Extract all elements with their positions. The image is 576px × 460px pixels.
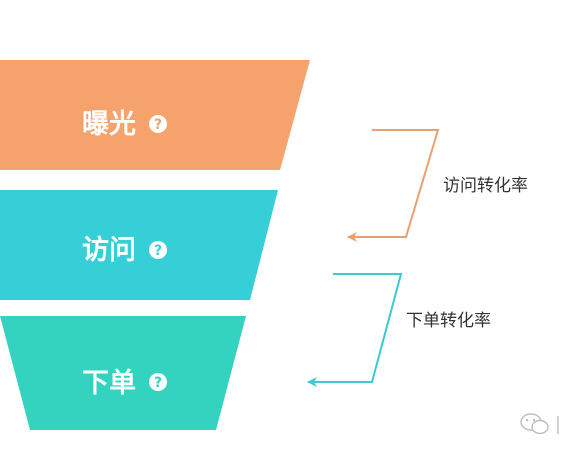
funnel-stage-order: 下单 ? — [0, 316, 246, 430]
conversion-bracket-arrow — [347, 129, 440, 242]
svg-text:?: ? — [154, 243, 162, 259]
svg-text:?: ? — [154, 375, 162, 391]
wechat-icon — [520, 413, 559, 435]
conversion-rate-label: 下单转化率 — [406, 311, 491, 331]
funnel-stage-visit: 访问 ? — [0, 190, 278, 300]
stage-order-shape — [0, 316, 246, 430]
question-circle-icon[interactable]: ? — [149, 115, 167, 133]
funnel-stage-exposure: 曝光 ? — [0, 60, 310, 170]
conversion-rate-label: 访问转化率 — [443, 176, 528, 196]
conversion-bracket-arrow — [307, 273, 403, 387]
stage-exposure-label: 曝光 — [82, 109, 136, 140]
question-circle-icon[interactable]: ? — [149, 373, 167, 391]
stage-visit-shape — [0, 190, 278, 300]
stage-visit-label: 访问 — [82, 235, 136, 266]
conversion-visit-to-order: 下单转化率 — [307, 273, 491, 387]
stage-exposure-shape — [0, 60, 310, 170]
svg-text:?: ? — [154, 117, 162, 133]
stage-order-label: 下单 — [82, 368, 136, 399]
question-circle-icon[interactable]: ? — [149, 241, 167, 259]
conversion-exposure-to-visit: 访问转化率 — [347, 129, 528, 242]
